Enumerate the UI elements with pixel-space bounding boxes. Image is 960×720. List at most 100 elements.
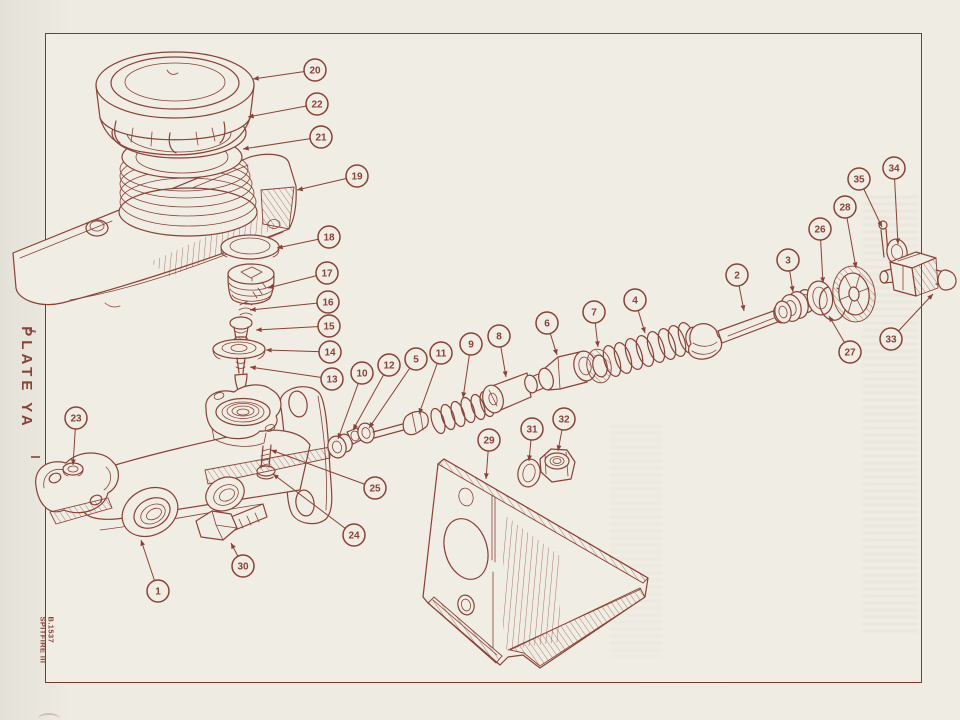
callout-number: 5 [413, 355, 419, 366]
callout-number: 35 [853, 175, 865, 186]
callout-14: 14 [265, 340, 342, 364]
callout-circle [725, 263, 749, 287]
callout-7: 7 [582, 300, 606, 348]
callout-31: 31 [520, 417, 544, 462]
callout-29: 29 [477, 428, 501, 480]
callout-circle [342, 523, 366, 547]
bracket-washer [517, 458, 541, 488]
callout-leader-line [249, 301, 329, 312]
callout-number: 6 [544, 319, 550, 330]
callout-22: 22 [247, 92, 329, 119]
callout-circle [318, 340, 342, 364]
callout-number: 29 [483, 436, 495, 447]
footer-reference: B.1537 SPITFIRE III [38, 616, 56, 685]
model-ref: SPITFIRE III [38, 616, 48, 664]
callout-number: 28 [839, 203, 851, 214]
callout-leader-line [270, 449, 376, 489]
callout-circle [317, 225, 341, 249]
callout-circle [316, 290, 340, 314]
callout-6: 6 [535, 311, 559, 356]
callout-number: 17 [321, 269, 333, 280]
callout-28: 28 [833, 195, 858, 269]
callout-9: 9 [459, 332, 483, 399]
callout-circle [350, 361, 374, 385]
callout-leader-line [368, 358, 417, 429]
callout-5: 5 [368, 347, 428, 429]
callout-leader-line [255, 325, 330, 333]
callout-circle [146, 579, 170, 603]
pushrod-washer-small [327, 433, 353, 459]
callout-number: 15 [323, 322, 335, 333]
mounting-flange [35, 452, 119, 525]
pushrod-washer [357, 422, 375, 444]
callout-number: 31 [526, 425, 538, 436]
callout-16: 16 [249, 290, 340, 314]
fixing-bolt [195, 503, 268, 541]
callout-26: 26 [808, 217, 832, 284]
clevis-block [879, 251, 957, 297]
callout-19: 19 [296, 164, 369, 192]
callout-number: 14 [324, 348, 336, 359]
bleed-stud [256, 444, 276, 480]
callout-leader-line [249, 365, 333, 380]
callout-15: 15 [255, 314, 341, 338]
valve-spring [238, 300, 253, 316]
callout-number: 22 [311, 100, 323, 111]
callout-leader-line [893, 167, 901, 245]
callout-20: 20 [252, 58, 327, 82]
pushrod-pin [372, 410, 429, 439]
callout-24: 24 [272, 473, 366, 547]
callout-number: 3 [785, 256, 791, 267]
callout-circle [808, 217, 832, 241]
callout-circle [303, 58, 327, 82]
callout-number: 24 [348, 531, 360, 542]
callout-number: 16 [322, 298, 334, 309]
callout-number: 32 [558, 415, 570, 426]
callout-number: 27 [844, 348, 856, 359]
callout-number: 10 [356, 369, 368, 380]
callout-3: 3 [776, 248, 800, 293]
seal-rings [774, 289, 815, 324]
callout-circle [377, 353, 401, 377]
callout-4: 4 [623, 288, 647, 334]
callout-27: 27 [828, 315, 862, 364]
callout-number: 11 [436, 349, 447, 360]
callout-10: 10 [337, 361, 374, 440]
callout-leader-line [242, 136, 322, 151]
callout-21: 21 [242, 125, 333, 151]
callout-35: 35 [847, 167, 883, 228]
callout-circle [320, 367, 344, 391]
callout-number: 33 [885, 335, 897, 346]
callout-33: 33 [879, 293, 934, 351]
callout-30: 30 [230, 542, 255, 578]
callout-circle [882, 156, 906, 180]
callout-circle [552, 407, 576, 431]
callout-12: 12 [352, 353, 401, 431]
callout-18: 18 [276, 225, 341, 250]
callout-leader-line [272, 473, 355, 536]
callout-circle [429, 341, 453, 365]
callout-number: 26 [814, 225, 826, 236]
callout-number: 4 [632, 296, 638, 307]
callout-8: 8 [487, 324, 511, 378]
callout-number: 18 [323, 233, 335, 244]
page-cut-mark [38, 713, 60, 720]
title-tick-mark [31, 456, 40, 458]
callout-number: 21 [315, 133, 327, 144]
bracket-nut [539, 448, 576, 483]
filler-union-flange [205, 384, 282, 447]
callout-34: 34 [882, 156, 906, 245]
callout-1: 1 [140, 539, 170, 603]
callout-number: 8 [496, 332, 502, 343]
callout-number: 30 [237, 562, 249, 573]
callout-circle [520, 417, 544, 441]
callout-leader-line [352, 364, 390, 431]
callout-number: 9 [468, 340, 474, 351]
reservoir-cap [95, 51, 255, 156]
callout-number: 1 [155, 587, 161, 598]
callout-circle [879, 327, 903, 351]
callout-circle [847, 167, 871, 191]
callout-circle [535, 311, 559, 335]
